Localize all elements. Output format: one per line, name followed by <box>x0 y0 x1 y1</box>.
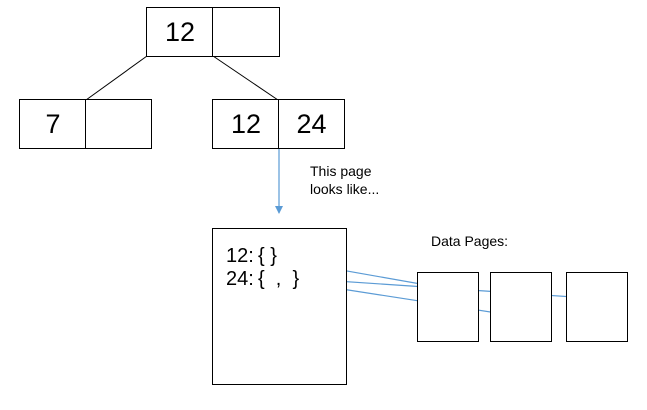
data-page-3 <box>566 272 628 342</box>
leaf-entry-value-1: { } <box>258 245 277 267</box>
data-page-2 <box>490 272 552 342</box>
data-pages-label: Data Pages: <box>431 233 509 249</box>
root-to-right-edge <box>212 55 279 101</box>
root-to-left-edge <box>85 55 148 101</box>
leaf-entry-value-2: { , } <box>258 268 300 290</box>
page-caption: This page looks like... <box>310 162 379 198</box>
left-child-key-cell: 7 <box>19 99 87 149</box>
root-empty-cell <box>212 7 280 57</box>
data-page-1 <box>417 272 479 342</box>
caption-line-1: This page <box>310 163 372 179</box>
caption-line-2: looks like... <box>310 181 380 197</box>
root-key-cell: 12 <box>146 7 214 57</box>
right-child-key-cell-2: 24 <box>278 99 345 149</box>
left-child-empty-cell <box>85 99 152 149</box>
leaf-page-box <box>212 228 347 385</box>
leaf-entry-key-2: 24: <box>226 268 254 290</box>
leaf-entry-key-1: 12: <box>226 245 254 267</box>
right-child-key-cell-1: 12 <box>212 99 280 149</box>
